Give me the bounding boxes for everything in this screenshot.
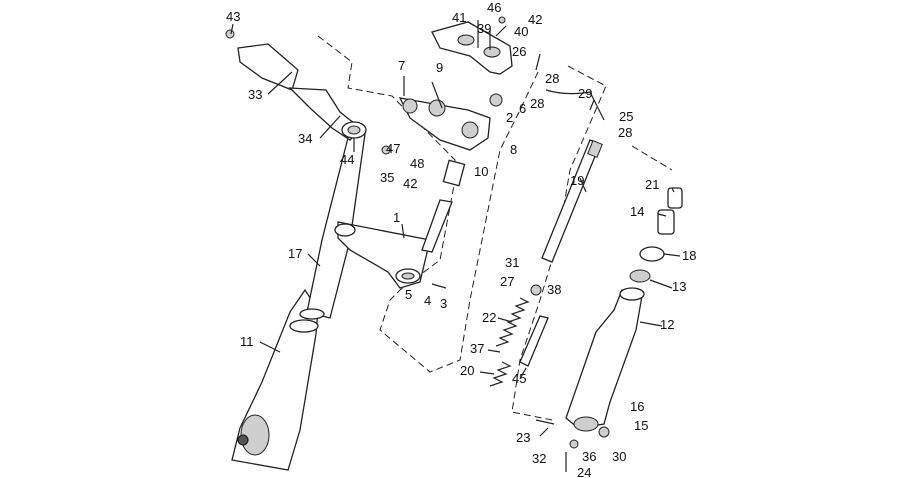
callout-28b: 28 — [530, 96, 544, 111]
headlight-bracket — [237, 43, 367, 141]
handlebar-mount — [431, 21, 513, 75]
callout-9: 9 — [436, 60, 443, 75]
callout-28c: 28 — [618, 125, 632, 140]
steering-stem — [421, 159, 466, 253]
callout-15: 15 — [634, 418, 648, 433]
assembly-outline-right — [511, 65, 607, 421]
callout-36: 36 — [582, 449, 596, 464]
callout-14: 14 — [630, 204, 644, 219]
left-fork-leg — [231, 129, 366, 471]
callout-37: 37 — [470, 341, 484, 356]
callout-6: 6 — [519, 101, 526, 116]
callout-3: 3 — [440, 296, 447, 311]
damper-rod — [541, 139, 603, 263]
callout-39: 39 — [477, 21, 491, 36]
callout-10: 10 — [474, 164, 488, 179]
callout-4: 4 — [424, 293, 431, 308]
callout-26: 26 — [512, 44, 526, 59]
callout-41: 41 — [452, 10, 466, 25]
callout-2: 2 — [506, 110, 513, 125]
upper-triple-clamp — [398, 97, 491, 151]
callout-16: 16 — [630, 399, 644, 414]
callout-25: 25 — [619, 109, 633, 124]
callout-38: 38 — [547, 282, 561, 297]
leader-lines — [230, 23, 681, 437]
callout-13: 13 — [672, 279, 686, 294]
assembly-outline-fork-right — [631, 145, 673, 171]
callout-22: 22 — [482, 310, 496, 325]
callout-12: 12 — [660, 317, 674, 332]
fasteners — [225, 16, 610, 472]
callout-23: 23 — [516, 430, 530, 445]
fork-top-parts — [629, 187, 683, 283]
callout-40: 40 — [514, 24, 528, 39]
callout-8: 8 — [510, 142, 517, 157]
callout-labels: 1 2 3 4 5 6 7 8 9 10 11 12 13 14 15 16 1… — [226, 0, 696, 478]
lower-triple-clamp — [334, 221, 431, 289]
callout-27: 27 — [500, 274, 514, 289]
right-fork-leg — [565, 287, 645, 432]
callout-11: 11 — [240, 334, 254, 349]
callout-42b: 42 — [403, 176, 417, 191]
callout-7: 7 — [398, 58, 405, 73]
callout-42a: 42 — [528, 12, 542, 27]
callout-44: 44 — [340, 152, 354, 167]
callout-34: 34 — [298, 131, 312, 146]
callout-1: 1 — [393, 210, 400, 225]
callout-32: 32 — [532, 451, 546, 466]
callout-45: 45 — [512, 371, 526, 386]
callout-43: 43 — [226, 9, 240, 24]
callout-33: 33 — [248, 87, 262, 102]
callout-30: 30 — [612, 449, 626, 464]
callout-18: 18 — [682, 248, 696, 263]
callout-17: 17 — [288, 246, 302, 261]
callout-24: 24 — [577, 465, 591, 478]
callout-35: 35 — [380, 170, 394, 185]
callout-19: 19 — [570, 173, 584, 188]
callout-28a: 28 — [545, 71, 559, 86]
callout-31: 31 — [505, 255, 519, 270]
fork-spring — [489, 297, 530, 387]
callout-47: 47 — [386, 141, 400, 156]
callout-21: 21 — [645, 177, 659, 192]
spacer-tube — [519, 315, 549, 367]
callout-5: 5 — [405, 287, 412, 302]
assembly-outline-left — [317, 35, 539, 373]
callout-20: 20 — [460, 363, 474, 378]
callout-48: 48 — [410, 156, 424, 171]
callout-46: 46 — [487, 0, 501, 15]
callout-29: 29 — [578, 86, 592, 101]
